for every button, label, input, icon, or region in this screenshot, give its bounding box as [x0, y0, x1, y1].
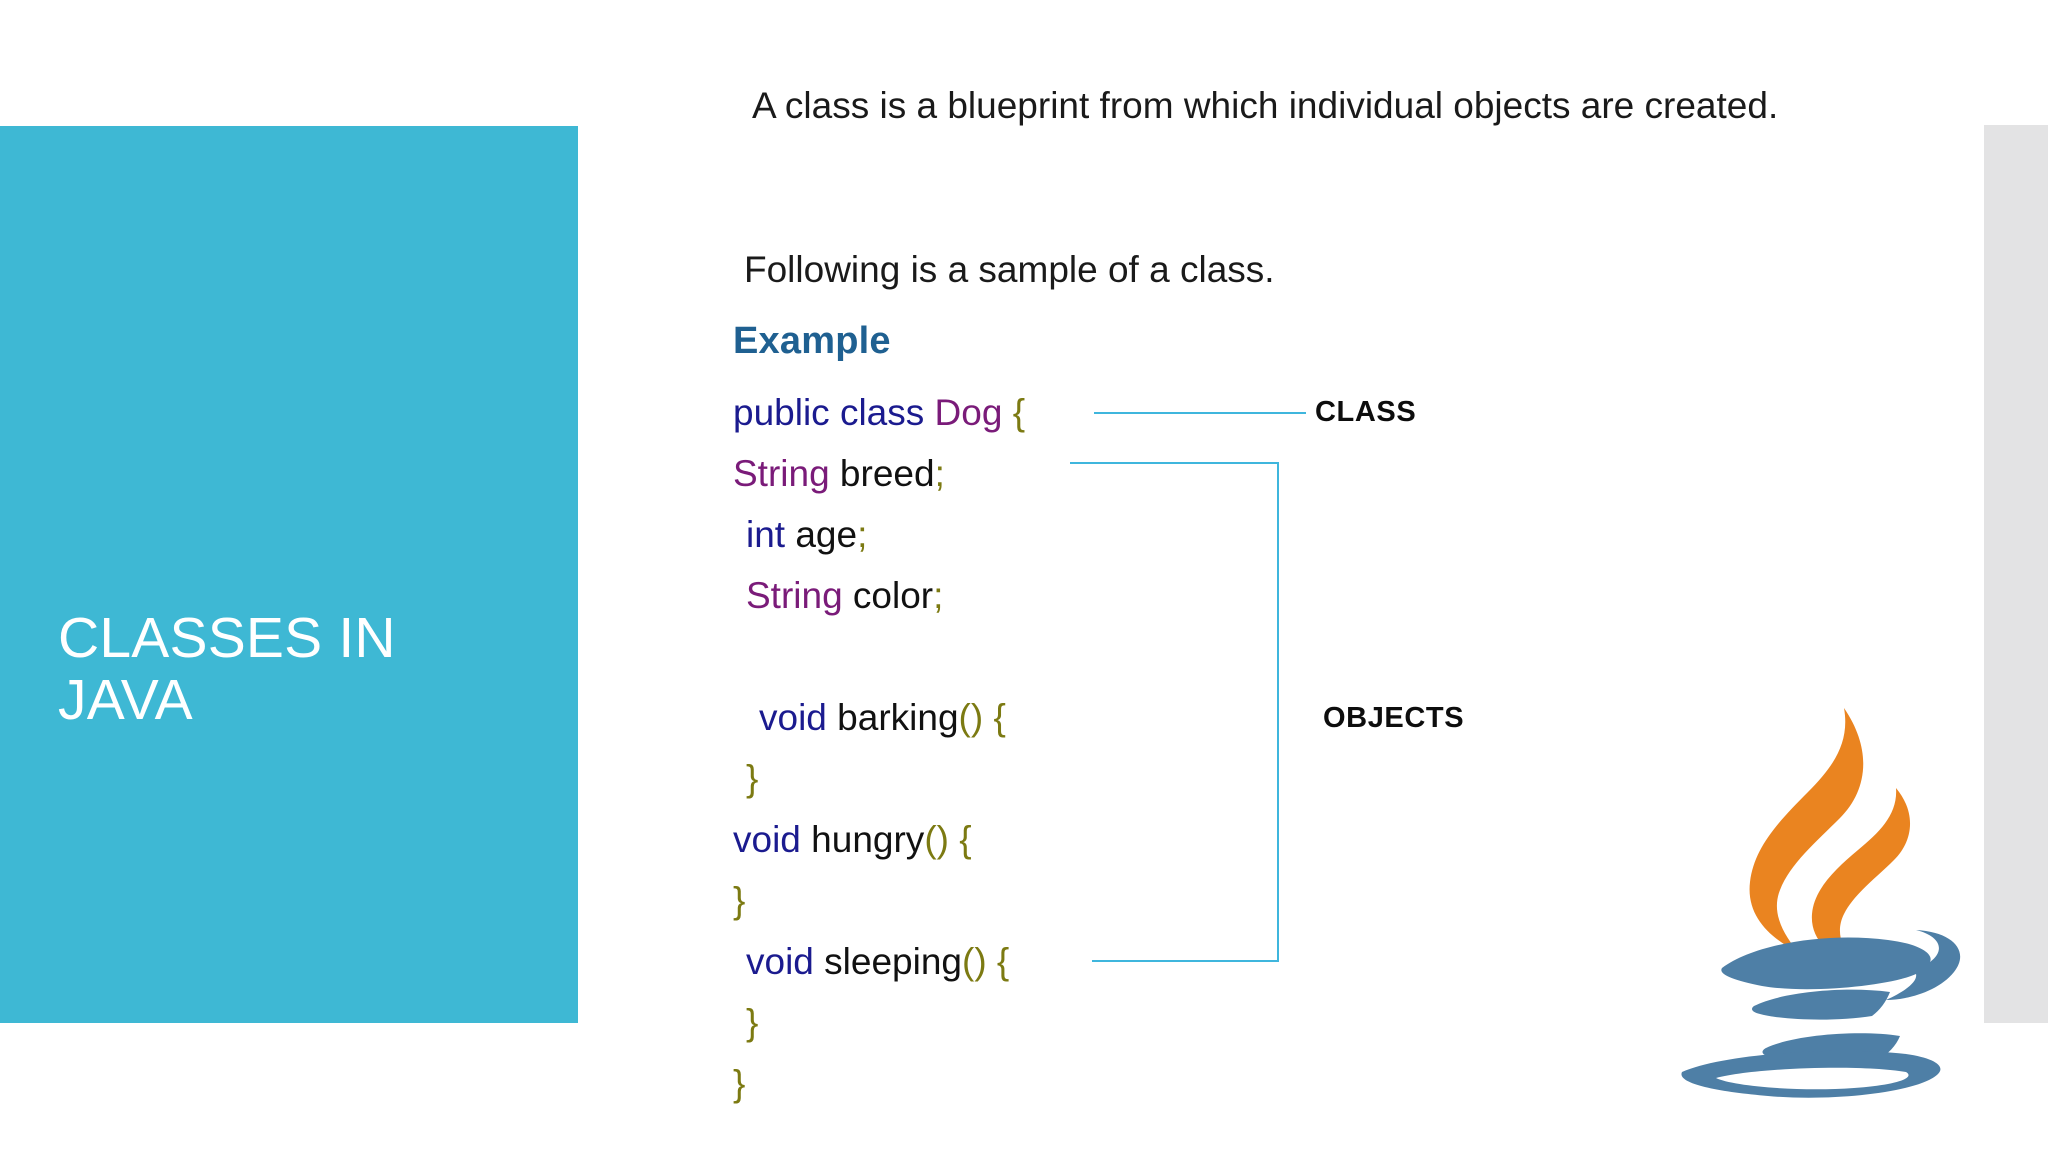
- code-token-id: hungry: [800, 819, 925, 860]
- java-steam-left: [1749, 708, 1864, 952]
- code-token-kw: int: [746, 514, 786, 555]
- code-line: }: [733, 1053, 1353, 1114]
- code-token-kw: void: [759, 697, 827, 738]
- code-token-punc: {: [1002, 392, 1026, 433]
- code-line: [733, 626, 1353, 687]
- code-token-id: barking: [826, 697, 959, 738]
- java-steam-right: [1811, 788, 1911, 964]
- code-line: String breed;: [733, 443, 1353, 504]
- example-heading: Example: [733, 320, 891, 362]
- callout-label-objects: OBJECTS: [1323, 702, 1465, 734]
- code-token-id: breed: [829, 453, 935, 494]
- code-token-punc: }: [733, 1063, 746, 1104]
- java-cup-rim: [1721, 930, 1961, 1000]
- code-line: void sleeping() {: [733, 931, 1353, 992]
- connector-line-objects-bottom: [1092, 960, 1279, 962]
- code-token-punc: ;: [933, 575, 944, 616]
- java-logo: [1658, 700, 1988, 1100]
- code-token-type: String: [746, 575, 843, 616]
- code-line: String color;: [733, 565, 1353, 626]
- code-line: void barking() {: [733, 687, 1353, 748]
- code-line: int age;: [733, 504, 1353, 565]
- code-line: }: [733, 992, 1353, 1053]
- connector-line-objects-vertical: [1277, 462, 1279, 962]
- code-line: }: [733, 870, 1353, 931]
- code-token-id: color: [842, 575, 934, 616]
- code-token-punc: }: [746, 1002, 759, 1043]
- code-token-punc: ;: [934, 453, 945, 494]
- code-line: void hungry() {: [733, 809, 1353, 870]
- code-line: }: [733, 748, 1353, 809]
- connector-line-objects-top: [1070, 462, 1279, 464]
- code-sample: public class Dog {String breed;int age;S…: [733, 382, 1353, 1114]
- code-token-punc: ;: [857, 514, 868, 555]
- java-cup-ring-2: [1752, 989, 1890, 1020]
- code-token-id: sleeping: [813, 941, 962, 982]
- body-paragraph-1: A class is a blueprint from which indivi…: [752, 85, 1779, 126]
- code-token-kw: public class: [733, 392, 935, 433]
- code-token-punc: }: [733, 880, 746, 921]
- accent-panel-right: [1984, 125, 2048, 1023]
- code-token-kw: void: [733, 819, 801, 860]
- title-block: CLASSES IN JAVA: [0, 126, 578, 1023]
- code-token-type: Dog: [934, 392, 1003, 433]
- body-paragraph-2: Following is a sample of a class.: [744, 249, 1275, 290]
- code-token-punc: () {: [958, 697, 1006, 738]
- callout-label-class: CLASS: [1315, 396, 1417, 428]
- code-token-type: String: [733, 453, 830, 494]
- code-token-punc: () {: [962, 941, 1010, 982]
- code-token-id: age: [785, 514, 858, 555]
- code-token-punc: () {: [924, 819, 972, 860]
- code-token-punc: }: [746, 758, 759, 799]
- java-cup-saucer: [1681, 1050, 1941, 1098]
- page-title: CLASSES IN JAVA: [58, 606, 396, 732]
- code-line: public class Dog {: [733, 382, 1353, 443]
- connector-line-class: [1094, 412, 1306, 414]
- code-token-kw: void: [746, 941, 814, 982]
